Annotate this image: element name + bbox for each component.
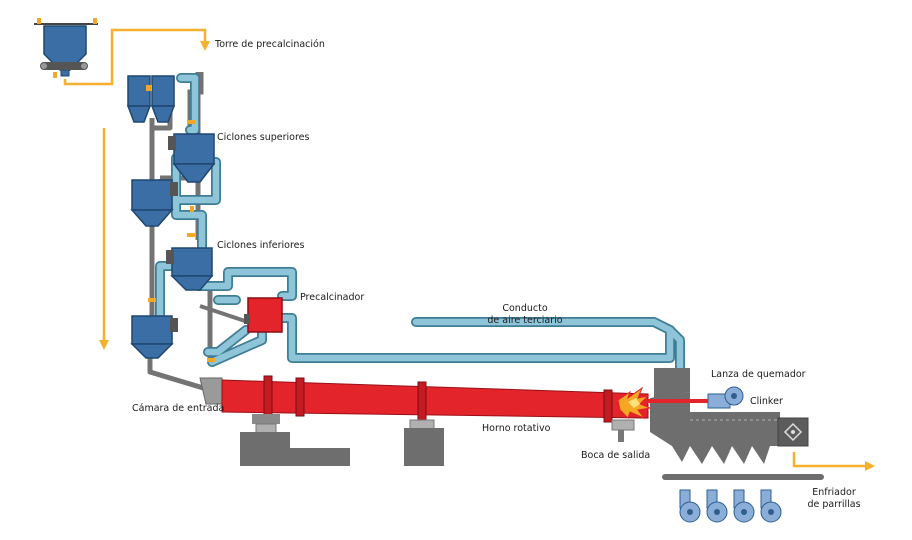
clinker-conveyor <box>662 474 824 480</box>
cyclone-top-right <box>150 75 176 123</box>
cyclone-4 <box>166 247 214 291</box>
pipe-couplings <box>146 85 215 362</box>
cooler-fans <box>679 489 782 523</box>
clinker-exit-arrow <box>792 452 875 471</box>
burner-lance <box>646 386 744 409</box>
cyclone-5 <box>130 315 178 359</box>
label-tower: Torre de precalcinación <box>215 39 325 50</box>
cyclone-top-left <box>126 75 152 123</box>
clinker-cooler <box>650 368 809 464</box>
label-tertiary-line1: Conducto <box>502 303 548 314</box>
label-cooler-line2: de parrillas <box>807 499 861 510</box>
label-burner-lance: Lanza de quemador <box>711 369 806 380</box>
label-cooler-line1: Enfriador <box>812 487 856 498</box>
label-clinker: Clinker <box>750 396 783 407</box>
cyclone-2 <box>168 133 216 183</box>
label-upper-cyclones: Ciclones superiores <box>217 132 310 143</box>
precalciner <box>199 297 283 333</box>
label-inlet-chamber: Cámara de entrada <box>132 403 225 414</box>
raw-meal-feed-arrow <box>63 28 210 86</box>
flame-icon <box>617 386 652 420</box>
label-outlet: Boca de salida <box>581 450 651 461</box>
label-tertiary-line2: de aire terciario <box>487 315 563 326</box>
feed-silo <box>34 18 98 78</box>
cyclone-3 <box>130 179 178 227</box>
label-lower-cyclones: Ciclones inferiores <box>217 240 305 251</box>
label-rotary-kiln: Horno rotativo <box>482 423 551 434</box>
label-grate-cooler: Enfriador de parrillas <box>798 487 870 511</box>
label-precalciner: Precalcinador <box>300 292 365 303</box>
rotary-kiln <box>221 375 649 423</box>
kiln-supports <box>240 414 635 466</box>
inlet-chamber <box>199 377 223 405</box>
gas-ducts <box>155 73 685 375</box>
label-tertiary-duct: Conducto de aire terciario <box>470 303 580 327</box>
